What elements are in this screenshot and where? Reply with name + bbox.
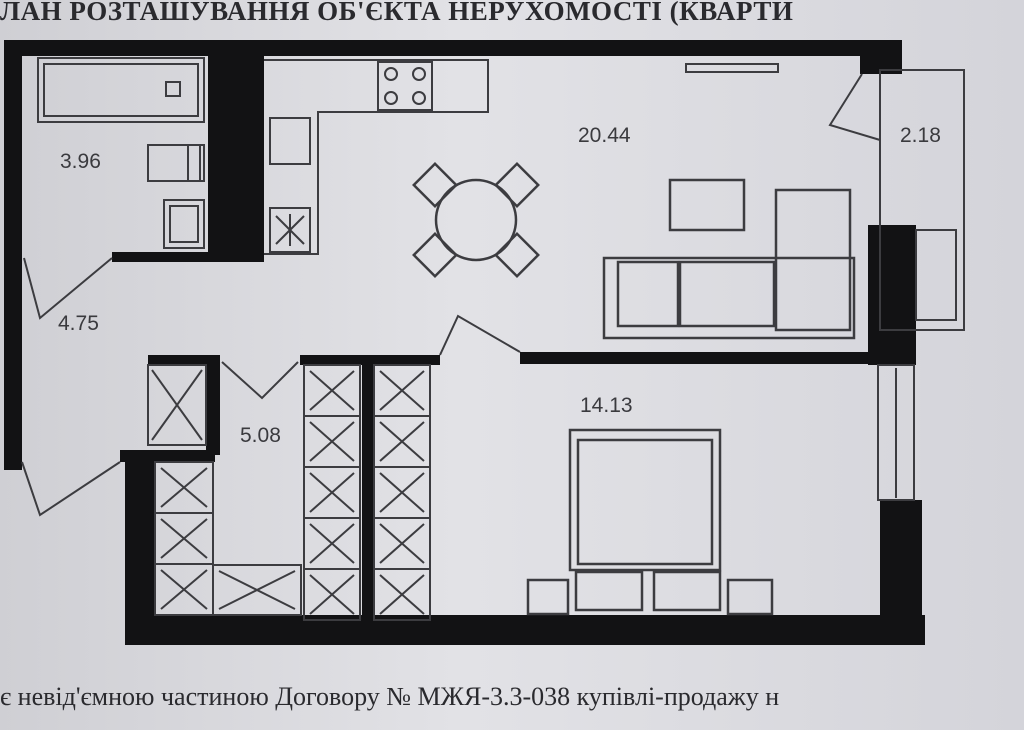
doors [21, 257, 521, 517]
stove [377, 61, 433, 111]
storage-cell [303, 364, 361, 417]
window [877, 364, 915, 501]
bathtub [37, 57, 205, 123]
room-area-wardrobe: 5.08 [240, 424, 281, 447]
bed [526, 428, 774, 616]
room-area-living-kitchen: 20.44 [578, 124, 631, 147]
dining-table [412, 162, 540, 278]
sofa [602, 178, 856, 340]
storage-cell [154, 563, 214, 616]
storage-cell [303, 517, 361, 570]
storage-cell [212, 564, 302, 616]
storage-cell [373, 517, 431, 570]
storage-cell [373, 568, 431, 621]
document-title: ЛАН РОЗТАШУВАННЯ ОБ'ЄКТА НЕРУХОМОСТІ (КВ… [0, 0, 794, 26]
storage-cell [373, 415, 431, 468]
storage-units [147, 364, 431, 621]
room-area-bedroom: 14.13 [580, 394, 633, 417]
range-hood [685, 63, 779, 73]
balcony [828, 69, 965, 331]
storage-cell [373, 364, 431, 417]
storage-cell [373, 466, 431, 519]
document-caption: є невід'ємною частиною Договору № МЖЯ-3.… [0, 682, 780, 711]
storage-cell [303, 415, 361, 468]
room-area-balcony: 2.18 [900, 124, 941, 147]
storage-cell [303, 466, 361, 519]
storage-cell [154, 512, 214, 565]
walls [4, 40, 925, 645]
kitchen-counter [264, 59, 489, 255]
storage-cell [303, 568, 361, 621]
sink [163, 199, 205, 249]
toilet [147, 144, 205, 182]
storage-cell [154, 461, 214, 514]
room-area-bathroom: 3.96 [60, 150, 101, 173]
room-area-hallway: 4.75 [58, 312, 99, 335]
